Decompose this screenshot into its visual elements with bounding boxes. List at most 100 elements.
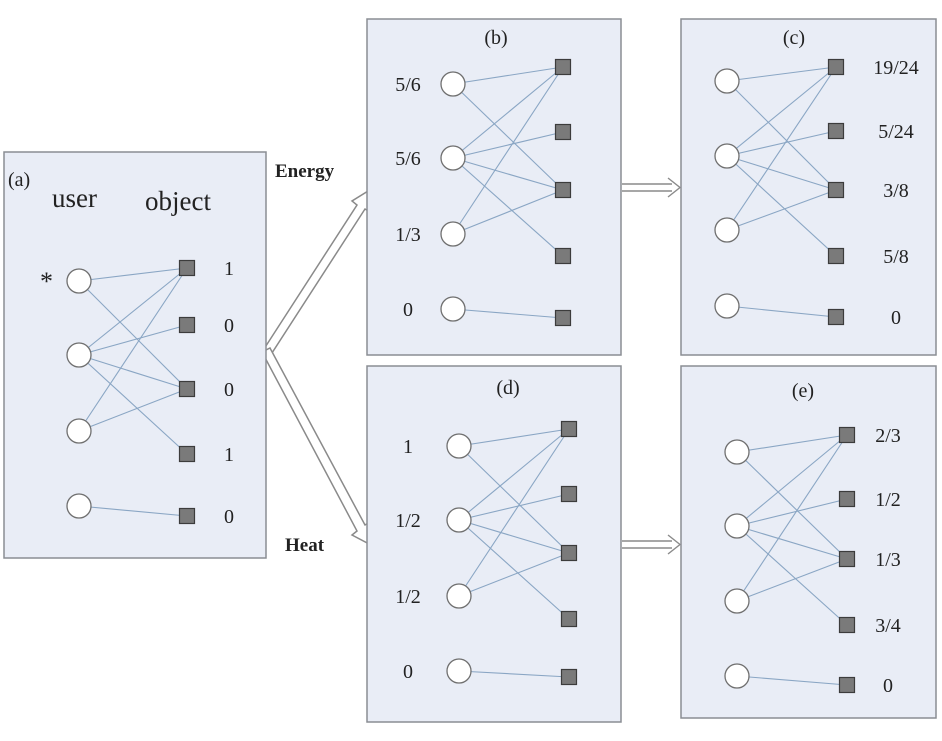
arrow-b-to-c [622, 177, 682, 198]
edge-user3-object3 [726, 189, 837, 231]
edge-user4-object5 [458, 670, 570, 678]
edge-user3-object1 [726, 66, 837, 231]
edges [452, 66, 564, 319]
user-node-1 [66, 268, 92, 294]
object-node-5 [827, 308, 845, 326]
user-node-4 [714, 293, 740, 319]
edge-user2-object1 [726, 66, 837, 157]
edge-user2-object3 [726, 155, 837, 191]
edge-user2-object2 [726, 130, 837, 157]
object-value-2: 0 [224, 315, 234, 337]
marked-user-star: * [40, 267, 53, 296]
edge-user4-object5 [452, 308, 564, 319]
user-value-4: 0 [403, 661, 413, 683]
energy-arrow [260, 186, 374, 357]
edge-user4-object5 [78, 505, 188, 517]
nodes [440, 58, 572, 327]
object-node-4 [827, 247, 845, 265]
edge-user2-object4 [78, 354, 188, 455]
object-node-2 [178, 316, 196, 334]
edge-user2-object4 [726, 155, 837, 257]
object-node-1 [838, 426, 856, 444]
user-value-3: 1/3 [395, 224, 421, 246]
edge-user3-object1 [78, 267, 188, 432]
edge-user1-object3 [726, 80, 837, 191]
panel-label: (e) [792, 380, 814, 402]
user-value-3: 1/2 [395, 586, 421, 608]
edge-user4-object5 [736, 675, 848, 686]
panel-label: (c) [783, 27, 805, 49]
object-node-3 [827, 181, 845, 199]
user-node-1 [446, 433, 472, 459]
edge-user2-object1 [78, 267, 188, 356]
object-node-2 [838, 490, 856, 508]
user-node-4 [724, 663, 750, 689]
heat-label: Heat [285, 535, 325, 556]
panel-label: (d) [496, 377, 519, 399]
user-node-2 [724, 513, 750, 539]
edges [458, 428, 570, 678]
edge-user3-object3 [736, 558, 848, 602]
user-value-1: 5/6 [395, 74, 421, 96]
edge-user2-object2 [458, 493, 570, 521]
user-value-1: 1 [403, 436, 413, 458]
edge-user1-object3 [452, 83, 564, 191]
object-value-5: 0 [883, 675, 893, 697]
edges [736, 434, 848, 686]
values: 5/6 5/6 1/3 0 [395, 74, 421, 321]
energy-label: Energy [275, 161, 335, 182]
user-node-3 [440, 221, 466, 247]
object-node-2 [554, 123, 572, 141]
edge-user1-object1 [78, 267, 188, 282]
object-node-3 [554, 181, 572, 199]
edge-user1-object3 [736, 451, 848, 560]
edge-user2-object4 [452, 157, 564, 257]
object-node-4 [554, 247, 572, 265]
object-node-2 [560, 485, 578, 503]
user-value-4: 0 [403, 299, 413, 321]
object-node-5 [178, 507, 196, 525]
edge-user2-object2 [452, 131, 564, 159]
edge-user2-object1 [736, 434, 848, 527]
edge-user3-object3 [458, 552, 570, 597]
panel-c: (c) 19/245/243/85/80 [680, 18, 937, 356]
object-node-1 [178, 259, 196, 277]
user-node-1 [714, 68, 740, 94]
object-value-4: 5/8 [883, 246, 909, 268]
edge-user1-object1 [726, 66, 837, 82]
edge-user3-object3 [452, 189, 564, 235]
edge-user1-object1 [458, 428, 570, 447]
object-node-1 [554, 58, 572, 76]
edge-user1-object1 [452, 66, 564, 85]
object-node-3 [560, 544, 578, 562]
object-value-1: 2/3 [875, 425, 901, 447]
user-node-3 [724, 588, 750, 614]
edge-user3-object1 [458, 428, 570, 597]
nodes [724, 426, 856, 694]
nodes [446, 420, 578, 686]
object-node-4 [178, 445, 196, 463]
user-node-2 [446, 507, 472, 533]
object-node-1 [560, 420, 578, 438]
edge-user2-object4 [458, 519, 570, 620]
values: 2/31/21/33/40 [875, 425, 901, 697]
user-value-2: 5/6 [395, 148, 421, 170]
edge-user2-object3 [736, 525, 848, 560]
object-node-4 [838, 616, 856, 634]
branch-arrows: Energy Heat [260, 161, 682, 556]
edges [78, 267, 188, 517]
edge-user2-object1 [452, 66, 564, 159]
user-node-3 [446, 583, 472, 609]
user-value-2: 1/2 [395, 510, 421, 532]
user-node-3 [714, 217, 740, 243]
user-node-3 [66, 418, 92, 444]
edge-user3-object3 [78, 388, 188, 432]
object-node-5 [838, 676, 856, 694]
user-node-1 [440, 71, 466, 97]
user-node-1 [724, 439, 750, 465]
panel-d: (d) 1 1/2 1/2 0 [366, 365, 622, 723]
edge-user1-object3 [458, 445, 570, 554]
object-node-1 [827, 58, 845, 76]
nodes [66, 259, 196, 525]
